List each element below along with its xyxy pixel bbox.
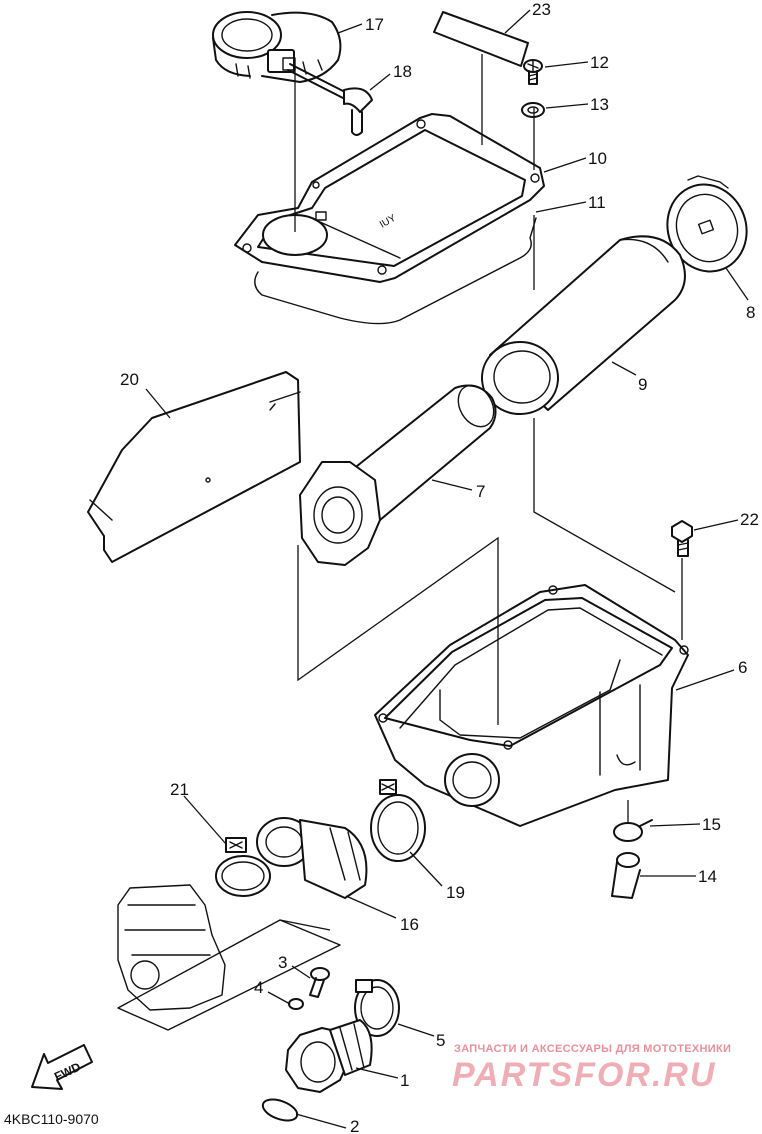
fwd-direction-arrow: FWD xyxy=(31,1044,93,1090)
callout-9: 9 xyxy=(638,375,647,394)
svg-text:FWD: FWD xyxy=(52,1060,83,1084)
diagram-code: 4KBC110-9070 xyxy=(4,1111,99,1127)
callout-12: 12 xyxy=(590,53,609,72)
inner-filter-element-part[interactable] xyxy=(299,379,501,566)
callout-labels: 17 23 12 18 13 10 11 8 20 9 7 22 6 21 15… xyxy=(120,0,759,1134)
callout-1: 1 xyxy=(400,1071,409,1090)
filter-case-cover-part[interactable]: IUY xyxy=(234,113,545,283)
callout-16: 16 xyxy=(400,915,419,934)
engine-cylinder-reference xyxy=(117,884,226,1011)
filter-screen-plate-part[interactable] xyxy=(87,371,301,563)
right-hose-clamp-part[interactable] xyxy=(370,779,426,862)
carb-joint-clamp-part[interactable] xyxy=(354,979,400,1037)
intake-duct-cap-part[interactable] xyxy=(212,11,342,83)
watermark: ЗАПЧАСТИ И АКСЕССУАРЫ ДЛЯ МОТОТЕХНИКИ PA… xyxy=(452,1043,731,1094)
callout-21: 21 xyxy=(170,780,189,799)
callout-18: 18 xyxy=(393,62,412,81)
callout-3: 3 xyxy=(278,953,287,972)
callout-8: 8 xyxy=(746,303,755,322)
callout-11: 11 xyxy=(588,193,606,212)
callout-7: 7 xyxy=(476,482,485,501)
joint-washer-part[interactable] xyxy=(288,998,304,1010)
air-filter-case-part[interactable] xyxy=(374,584,689,827)
bolt-part[interactable] xyxy=(671,520,693,557)
drain-plug-part[interactable] xyxy=(611,852,641,899)
callout-2: 2 xyxy=(350,1117,359,1134)
callout-20: 20 xyxy=(120,370,139,389)
joint-screw-part[interactable] xyxy=(309,967,330,998)
cover-gasket-part[interactable] xyxy=(254,217,537,325)
callout-14: 14 xyxy=(698,867,717,886)
screw-part[interactable] xyxy=(523,59,543,85)
caution-label-part[interactable] xyxy=(433,11,529,67)
callout-4: 4 xyxy=(254,978,263,997)
watermark-tagline: ЗАПЧАСТИ И АКСЕССУАРЫ ДЛЯ МОТОТЕХНИКИ xyxy=(454,1043,731,1055)
callout-17: 17 xyxy=(365,15,384,34)
callout-22: 22 xyxy=(740,510,759,529)
callout-13: 13 xyxy=(590,95,609,114)
washer-part[interactable] xyxy=(521,102,545,118)
breather-hose-part[interactable] xyxy=(287,63,373,136)
callout-leaders xyxy=(145,9,749,1129)
callout-23: 23 xyxy=(532,0,551,19)
callout-5: 5 xyxy=(436,1031,445,1050)
o-ring-part[interactable] xyxy=(260,1095,300,1124)
callout-10: 10 xyxy=(588,149,607,168)
drain-clip-part[interactable] xyxy=(613,819,653,842)
left-hose-clamp-part[interactable] xyxy=(215,837,271,897)
engine-dashed-box xyxy=(117,919,341,1031)
outer-filter-element-part[interactable] xyxy=(481,235,686,415)
watermark-brand: PARTSFOR.RU xyxy=(452,1056,716,1094)
callout-19: 19 xyxy=(446,883,465,902)
assembly-reference-lines xyxy=(279,54,683,931)
element-cap-part[interactable] xyxy=(655,173,758,282)
callout-15: 15 xyxy=(702,815,721,834)
callout-6: 6 xyxy=(738,658,747,677)
carburetor-joint-part[interactable] xyxy=(285,1019,373,1093)
air-filter-joint-boot-part[interactable] xyxy=(256,817,368,899)
